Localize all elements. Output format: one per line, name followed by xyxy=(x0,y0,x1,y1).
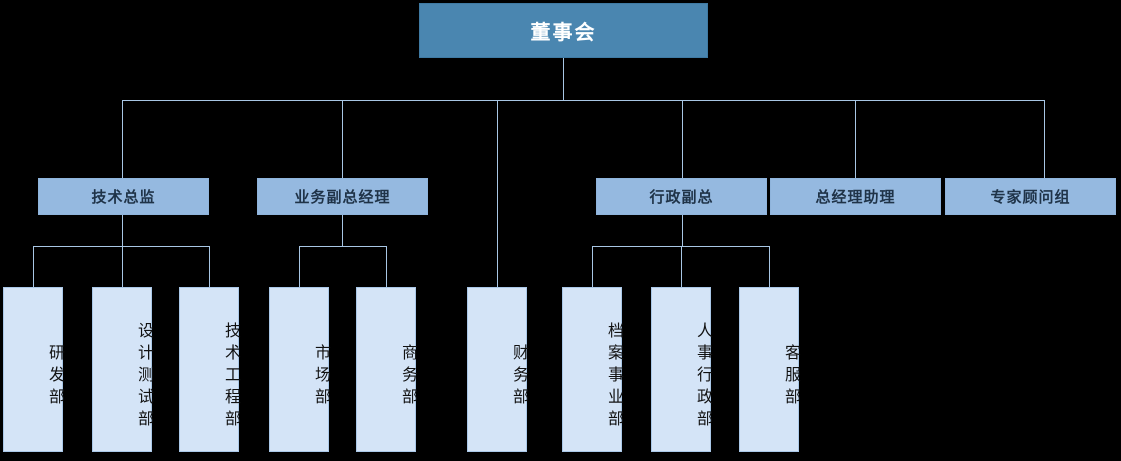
connector-drop-commerce-dept xyxy=(386,246,387,287)
node-gm-assistant[interactable]: 总经理助理 xyxy=(770,178,941,215)
connector-tech-director-bus xyxy=(33,246,209,247)
node-label: 技术工程部 xyxy=(222,321,239,432)
connector-drop-admin-vp xyxy=(682,100,683,178)
connector-root-stem xyxy=(563,58,564,100)
connector-drop-tech-director xyxy=(122,100,123,178)
node-commerce-dept[interactable]: 商务部 xyxy=(356,287,416,452)
node-archives-division[interactable]: 档案事业部 xyxy=(562,287,622,452)
connector-main-bus xyxy=(122,100,1044,101)
node-finance-dept[interactable]: 财务部 xyxy=(467,287,527,452)
node-rnd-dept[interactable]: 研发部 xyxy=(3,287,63,452)
connector-drop-finance-dept xyxy=(497,100,498,287)
connector-drop-expert-group xyxy=(1044,100,1045,178)
node-label: 商务部 xyxy=(399,343,416,410)
node-admin-vp[interactable]: 行政副总 xyxy=(596,178,767,215)
node-label: 人事行政部 xyxy=(694,321,711,432)
connector-drop-marketing-dept xyxy=(299,246,300,287)
node-expert-advisory-group[interactable]: 专家顾问组 xyxy=(945,178,1116,215)
node-label: 业务副总经理 xyxy=(294,189,391,206)
connector-business-vp-stem xyxy=(342,215,343,246)
node-business-vp[interactable]: 业务副总经理 xyxy=(257,178,428,215)
connector-drop-archives-dept xyxy=(592,246,593,287)
node-label: 设计测试部 xyxy=(135,321,152,432)
node-design-test-dept[interactable]: 设计测试部 xyxy=(92,287,152,452)
node-label: 财务部 xyxy=(510,343,527,410)
node-label: 档案事业部 xyxy=(605,321,622,432)
node-label: 客服部 xyxy=(782,343,799,410)
connector-drop-gm-assistant xyxy=(855,100,856,178)
connector-drop-design-test-dept xyxy=(122,246,123,287)
connector-drop-hr-admin-dept xyxy=(681,246,682,287)
connector-business-vp-bus xyxy=(299,246,387,247)
node-label: 行政副总 xyxy=(649,189,714,206)
node-label: 董事会 xyxy=(530,22,597,44)
node-label: 技术总监 xyxy=(91,189,156,206)
connector-tech-director-stem xyxy=(122,215,123,246)
node-tech-engineering-dept[interactable]: 技术工程部 xyxy=(179,287,239,452)
node-label: 专家顾问组 xyxy=(990,189,1071,206)
node-label: 市场部 xyxy=(312,343,329,410)
connector-drop-rnd-dept xyxy=(33,246,34,287)
connector-admin-vp-stem xyxy=(682,215,683,246)
node-marketing-dept[interactable]: 市场部 xyxy=(269,287,329,452)
node-hr-admin-dept[interactable]: 人事行政部 xyxy=(651,287,711,452)
node-customer-service-dept[interactable]: 客服部 xyxy=(739,287,799,452)
connector-drop-tech-engineering-dept xyxy=(209,246,210,287)
connector-drop-business-vp xyxy=(342,100,343,178)
node-board-of-directors[interactable]: 董事会 xyxy=(419,3,708,58)
node-tech-director[interactable]: 技术总监 xyxy=(38,178,209,215)
node-label: 研发部 xyxy=(46,343,63,410)
connector-drop-customer-service-dept xyxy=(769,246,770,287)
node-label: 总经理助理 xyxy=(815,189,896,206)
